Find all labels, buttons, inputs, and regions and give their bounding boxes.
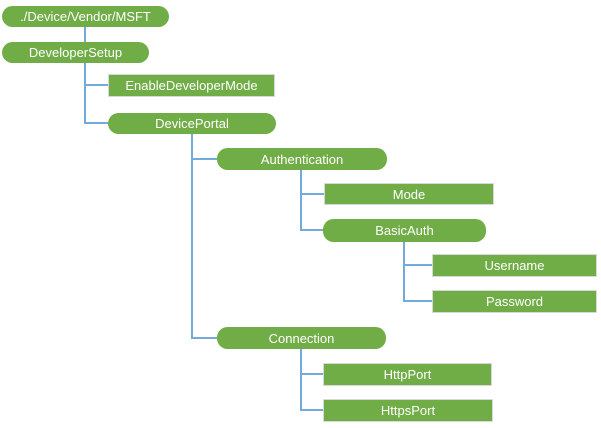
connector-root-developersetup [84, 27, 86, 42]
connector-deviceportal-trunk [191, 134, 193, 339]
node-username: Username [432, 254, 597, 277]
node-connection: Connection [217, 327, 386, 349]
connector-branch-password [403, 300, 432, 302]
node-device-vendor-msft: ./Device/Vendor/MSFT [2, 6, 169, 27]
node-mode: Mode [324, 183, 494, 205]
node-basicauth: BasicAuth [323, 219, 486, 242]
connector-branch-authentication [191, 158, 217, 160]
connector-branch-httpsport [300, 409, 323, 411]
node-password: Password [432, 290, 597, 313]
connector-connection-trunk [300, 349, 302, 411]
node-authentication: Authentication [217, 148, 387, 170]
node-httpsport: HttpsPort [323, 399, 493, 422]
node-httpport: HttpPort [323, 363, 492, 386]
connector-basicauth-trunk [403, 242, 405, 302]
node-developersetup: DeveloperSetup [2, 42, 149, 63]
connector-branch-connection [191, 337, 217, 339]
node-enabledevelopermode: EnableDeveloperMode [108, 74, 275, 97]
connector-branch-mode [300, 193, 324, 195]
connector-branch-basicauth [300, 229, 323, 231]
connector-branch-httpport [300, 373, 323, 375]
connector-branch-enabledevelopermode [84, 84, 108, 86]
connector-branch-deviceportal [84, 122, 108, 124]
connector-developersetup-trunk [84, 63, 86, 124]
connector-authentication-trunk [300, 170, 302, 231]
node-deviceportal: DevicePortal [108, 113, 276, 134]
connector-branch-username [403, 264, 432, 266]
